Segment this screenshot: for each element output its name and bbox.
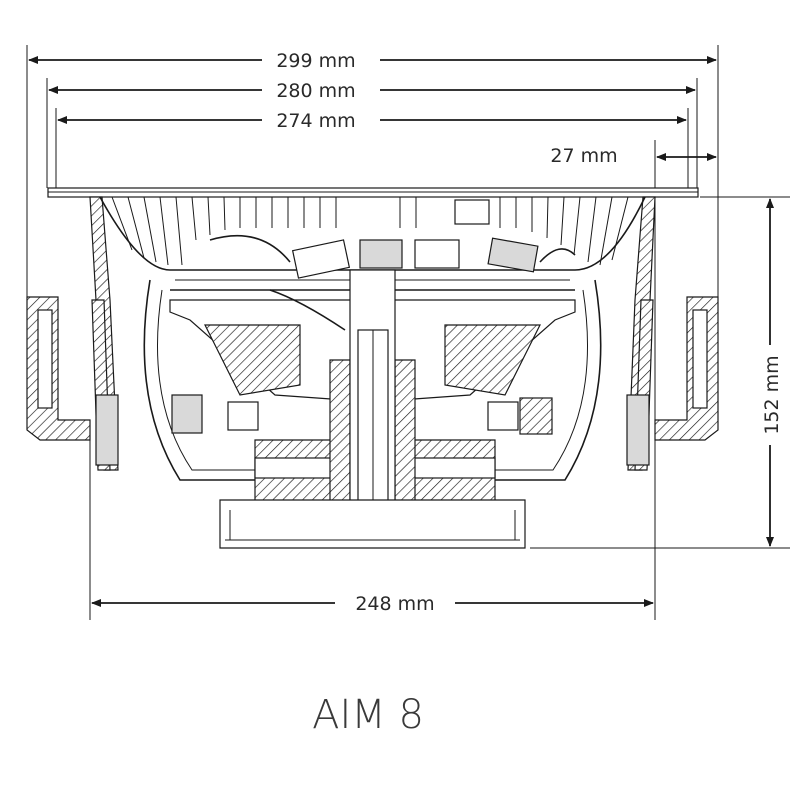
cutout-width-label: 274 mm	[276, 110, 355, 132]
extension-lines	[26, 45, 790, 620]
speaker-body	[26, 187, 719, 549]
depth-label: 152 mm	[761, 355, 783, 434]
model-title: AIM 8	[312, 692, 424, 738]
dimension-lines	[28, 56, 774, 607]
flange-to-clamp-label: 27 mm	[550, 145, 617, 167]
overall-width-label: 299 mm	[276, 50, 355, 72]
flange-width-label: 280 mm	[276, 80, 355, 102]
body-width-label: 248 mm	[355, 593, 434, 615]
